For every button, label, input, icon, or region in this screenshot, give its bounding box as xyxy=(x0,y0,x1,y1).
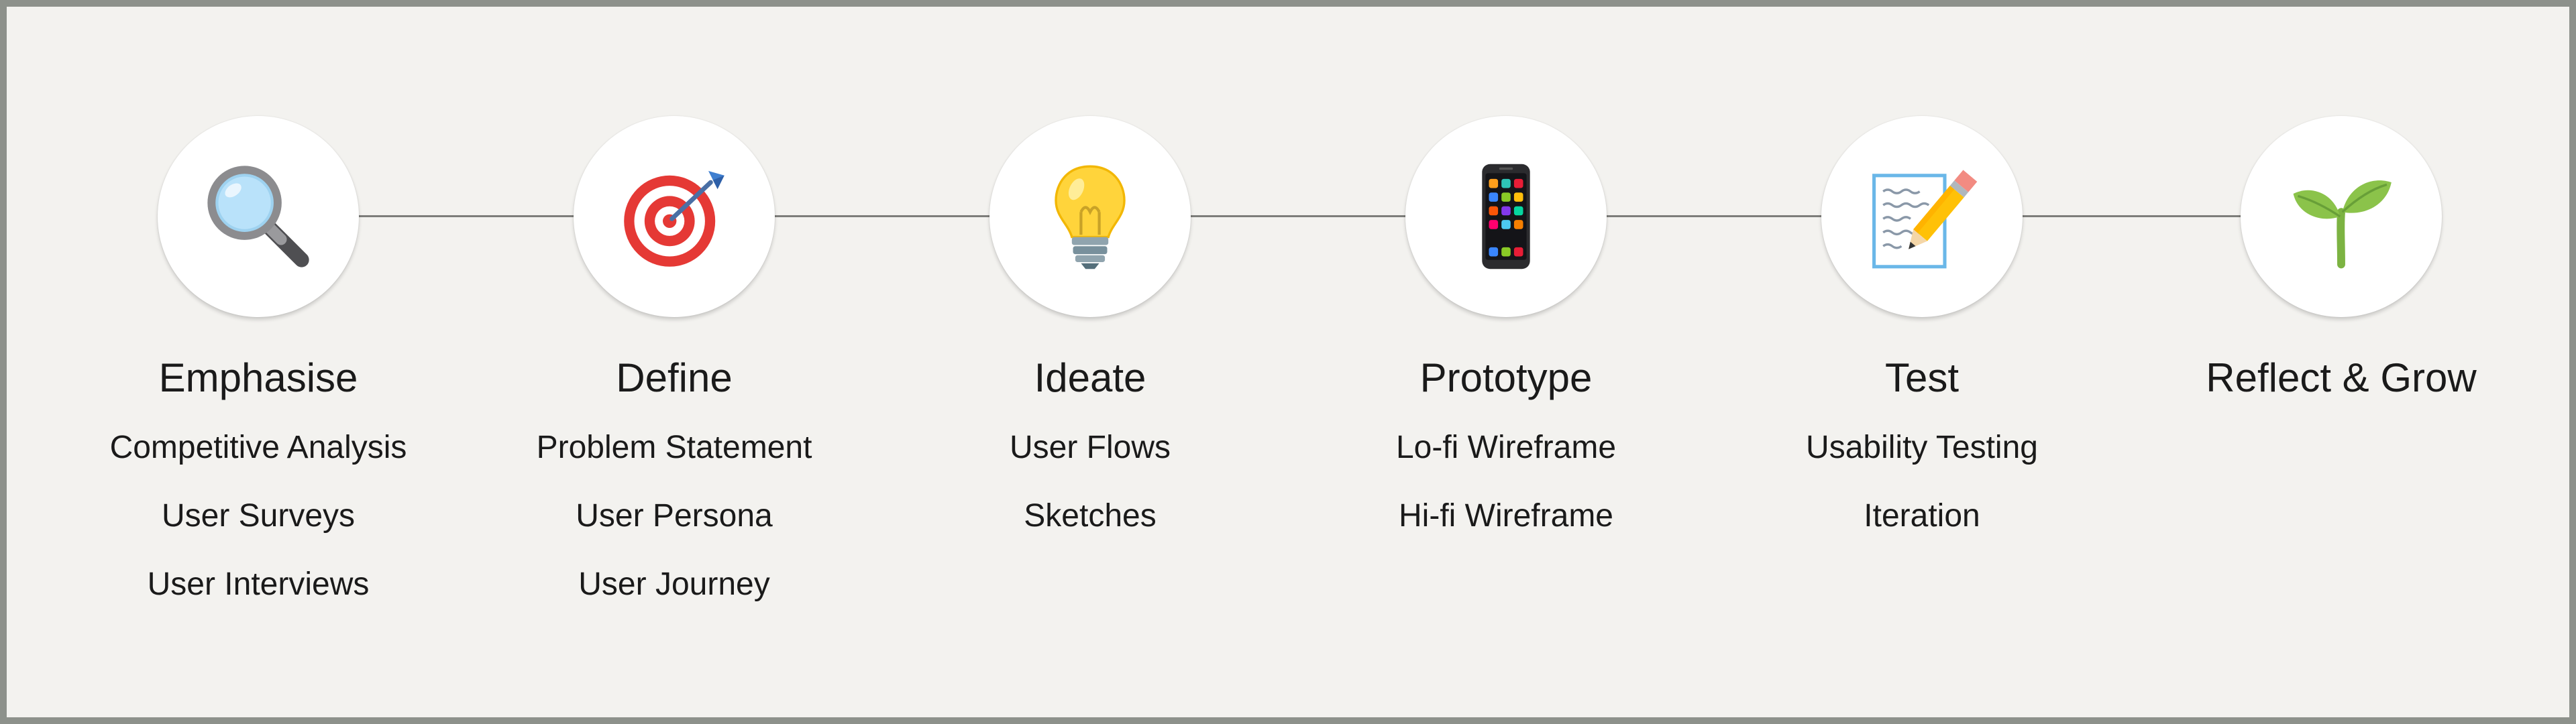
stage-subitem: Hi-fi Wireframe xyxy=(1399,498,1613,534)
stage-subitem: User Persona xyxy=(576,498,773,534)
stage-title: Test xyxy=(1884,355,1960,400)
stage-subitem: Lo-fi Wireframe xyxy=(1395,430,1617,465)
stage-subitems: Lo-fi Wireframe Hi-fi Wireframe xyxy=(1396,414,1616,550)
stage-subitems: User Flows Sketches xyxy=(1010,414,1171,550)
stage-subitem: Usability Testing xyxy=(1806,430,2038,465)
connector-line-1 xyxy=(359,215,577,217)
connector-line-2 xyxy=(775,215,993,217)
light-bulb-icon xyxy=(1055,165,1126,269)
stage-subitems: Usability Testing Iteration xyxy=(1806,414,2038,550)
stage-title: Define xyxy=(616,355,733,400)
stage-subitem: User Journey xyxy=(578,566,770,602)
connector-line-4 xyxy=(1607,215,1825,217)
stage-title: Emphasise xyxy=(158,355,358,400)
stage-subitems: Competitive Analysis User Surveys User I… xyxy=(110,414,407,619)
stage-emphasise: Emphasise Competitive Analysis User Surv… xyxy=(50,7,466,677)
stage-icon-circle xyxy=(2241,116,2442,317)
memo-pencil-icon xyxy=(1872,170,1978,269)
target-icon xyxy=(624,171,724,267)
stage-ideate: Ideate User Flows Sketches xyxy=(882,7,1298,677)
stage-icon-circle xyxy=(1821,116,2023,317)
stage-reflect-grow: Reflect & Grow xyxy=(2133,7,2549,677)
connector-line-5 xyxy=(2023,215,2241,217)
stage-title: Reflect & Grow xyxy=(2206,355,2477,400)
stage-icon-circle xyxy=(1405,116,1607,317)
seedling-icon xyxy=(2293,180,2392,269)
mobile-phone-icon xyxy=(1482,164,1530,269)
stage-subitem: User Surveys xyxy=(161,498,356,534)
stage-icon-circle xyxy=(158,116,359,317)
stage-subitem: Iteration xyxy=(1864,498,1980,534)
stage-icon-circle xyxy=(574,116,775,317)
stage-subitem: User Interviews xyxy=(147,566,370,602)
stage-subitem: Problem Statement xyxy=(536,430,812,465)
connector-line-3 xyxy=(1191,215,1409,217)
stage-subitem: Sketches xyxy=(1024,498,1157,534)
stage-prototype: Prototype Lo-fi Wireframe Hi-fi Wirefram… xyxy=(1298,7,1714,677)
stage-define: Define Problem Statement User Persona Us… xyxy=(466,7,882,677)
stage-subitem: User Flows xyxy=(1009,430,1171,465)
stage-test: Test Usability Testing Iteration xyxy=(1714,7,2130,677)
stage-subitems: Problem Statement User Persona User Jour… xyxy=(537,414,812,619)
stage-icon-circle xyxy=(989,116,1191,317)
stage-subitem: Competitive Analysis xyxy=(109,430,407,465)
stage-title: Ideate xyxy=(1034,355,1146,400)
magnifying-glass-icon xyxy=(207,166,309,267)
stage-title: Prototype xyxy=(1419,355,1593,400)
